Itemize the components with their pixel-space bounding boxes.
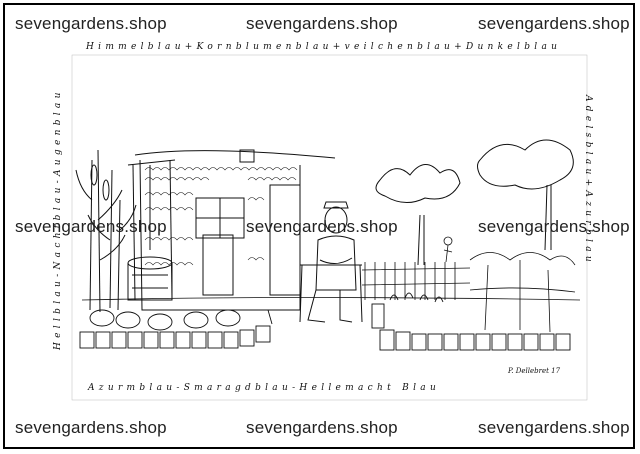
seated-man <box>299 201 363 323</box>
gardener-figure <box>443 236 453 263</box>
ivy-texture <box>144 167 298 266</box>
picket-fence <box>361 262 471 300</box>
trees <box>375 139 574 266</box>
watermark-top-left: sevengardens.shop <box>15 14 167 33</box>
watermark-middle-center: sevengardens.shop <box>246 217 398 236</box>
watermark-top-right: sevengardens.shop <box>478 14 630 33</box>
stone-bed-right <box>371 292 571 351</box>
watermark-bottom-center: sevengardens.shop <box>246 418 398 437</box>
grape-vines <box>469 252 576 333</box>
image-border <box>3 3 635 449</box>
watermark-top-center: sevengardens.shop <box>246 14 398 33</box>
caption-right: Adelsblau+Azurblau <box>583 95 593 266</box>
caption-top: Himmelblau+Kornblumenblau+veilchenblau+D… <box>86 42 562 52</box>
watermark-middle-right: sevengardens.shop <box>478 217 630 236</box>
corn-plants <box>75 149 137 313</box>
caption-bottom: Azurmblau-Smaragdblau-Hellemacht Blau <box>88 383 441 393</box>
ivy-shed <box>134 149 336 311</box>
artist-signature: P. Dellebret 17 <box>508 367 561 375</box>
watermark-middle-left: sevengardens.shop <box>15 217 167 236</box>
stone-bed-left <box>79 309 273 349</box>
watermark-bottom-right: sevengardens.shop <box>478 418 630 437</box>
watermark-bottom-left: sevengardens.shop <box>15 418 167 437</box>
